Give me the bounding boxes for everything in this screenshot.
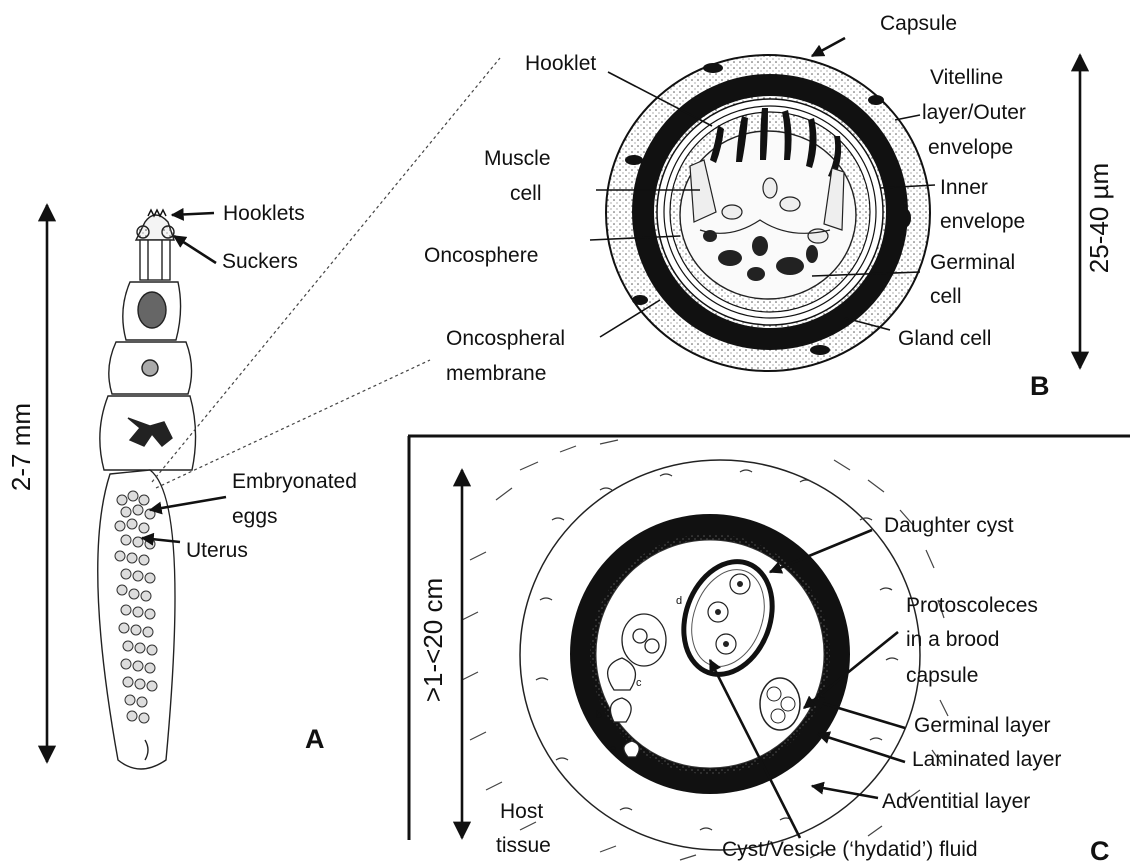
panel-b: 25-40 µm Capsule Hooklet Vitelline layer… bbox=[424, 12, 1114, 401]
label-embryonated-eggs-line1: Embryonated bbox=[232, 470, 357, 493]
label-embryonated-eggs-line2: eggs bbox=[232, 505, 278, 528]
label-laminated-layer: Laminated layer bbox=[912, 748, 1061, 771]
stage-letter-d: d bbox=[676, 595, 682, 607]
label-germinal-cell-line2: cell bbox=[930, 285, 962, 308]
panel-c-size-label: >1-<20 cm bbox=[418, 578, 448, 702]
label-germinal-layer: Germinal layer bbox=[914, 714, 1051, 737]
label-hooklets: Hooklets bbox=[223, 202, 305, 225]
label-host-tissue-line2: tissue bbox=[496, 834, 551, 857]
label-vitelline-line1: Vitelline bbox=[930, 66, 1003, 89]
label-daughter-cyst: Daughter cyst bbox=[884, 514, 1014, 537]
label-oncospheral-membrane-line1: Oncospheral bbox=[446, 327, 565, 350]
label-vitelline-line3: envelope bbox=[928, 136, 1013, 159]
panel-c-letter: C bbox=[1090, 836, 1110, 866]
panel-c: a b c d >1-<20 cm Daughter cyst Protosco… bbox=[408, 436, 1130, 866]
label-adventitial-layer: Adventitial layer bbox=[882, 790, 1030, 813]
label-inner-envelope-line1: Inner bbox=[940, 176, 988, 199]
label-protoscoleces-line2: in a brood bbox=[906, 628, 999, 651]
label-muscle-cell-line2: cell bbox=[510, 182, 542, 205]
label-hooklet: Hooklet bbox=[525, 52, 596, 75]
panel-a-size-label: 2-7 mm bbox=[6, 403, 36, 491]
label-cyst-fluid: Cyst/Vesicle (‘hydatid’) fluid bbox=[722, 838, 978, 861]
label-oncosphere: Oncosphere bbox=[424, 244, 538, 267]
label-muscle-cell-line1: Muscle bbox=[484, 147, 551, 170]
label-uterus: Uterus bbox=[186, 539, 248, 562]
zoom-line-upper bbox=[152, 58, 500, 482]
stage-letter-c: c bbox=[636, 677, 642, 689]
label-suckers: Suckers bbox=[222, 250, 298, 273]
label-oncospheral-membrane-line2: membrane bbox=[446, 362, 546, 385]
adult-worm-drawing bbox=[98, 210, 196, 769]
label-germinal-cell-line1: Germinal bbox=[930, 251, 1015, 274]
label-gland-cell: Gland cell bbox=[898, 327, 991, 350]
label-inner-envelope-line2: envelope bbox=[940, 210, 1025, 233]
label-vitelline-line2: layer/Outer bbox=[922, 101, 1026, 124]
zoom-line-lower bbox=[156, 360, 430, 488]
label-host-tissue-line1: Host bbox=[500, 800, 543, 823]
stage-letter-a: a bbox=[610, 743, 617, 755]
label-protoscoleces-line1: Protoscoleces bbox=[906, 594, 1038, 617]
panel-b-letter: B bbox=[1030, 371, 1050, 401]
panel-b-size-label: 25-40 µm bbox=[1084, 163, 1114, 273]
label-protoscoleces-line3: capsule bbox=[906, 664, 978, 687]
panel-a-letter: A bbox=[305, 724, 325, 754]
label-capsule: Capsule bbox=[880, 12, 957, 35]
stage-letter-b: b bbox=[596, 709, 602, 721]
